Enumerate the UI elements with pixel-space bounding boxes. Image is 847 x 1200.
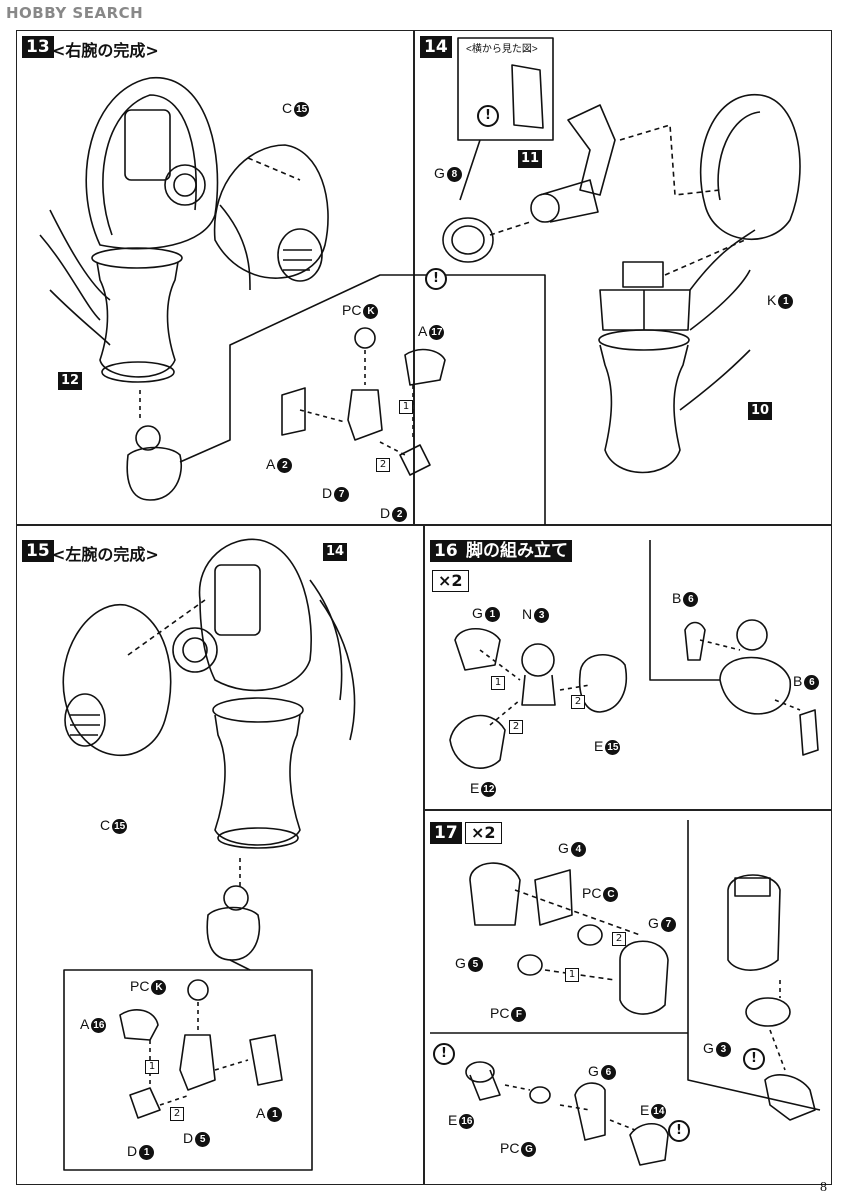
caution-icon-17a: ! (433, 1043, 455, 1065)
joint-cylinder (530, 179, 599, 223)
left-hand (206, 885, 261, 961)
left-arm-forearm (212, 697, 304, 849)
step-16-number: 16 (430, 540, 462, 562)
step-13-panel (16, 30, 414, 525)
order-2b-16: 2 (509, 720, 523, 734)
step-15-number: 15 (22, 540, 54, 562)
right-arm-forearm (91, 247, 183, 383)
left-hand-subassembly-box (63, 969, 313, 1171)
ref-12: 12 (58, 372, 83, 390)
right-hand (126, 425, 182, 501)
step-17-x2: ×2 (465, 822, 502, 844)
step-15-panel (16, 525, 424, 1185)
right-arm-shoulder-cover-c15 (213, 144, 329, 282)
order-1-13: 1 (399, 400, 413, 414)
side-view-caption: <横から見た図> (466, 44, 538, 55)
order-1-16: 1 (491, 676, 505, 690)
order-2-15: 2 (170, 1107, 184, 1121)
caution-icon-17c: ! (668, 1120, 690, 1142)
step-16-x2: ×2 (432, 570, 469, 592)
ref-10: 10 (748, 402, 773, 420)
hand-parts-15 (119, 979, 283, 1119)
order-1-17: 1 (565, 968, 579, 982)
step-16-title: 脚の組み立て (462, 540, 572, 562)
order-2-17: 2 (612, 932, 626, 946)
ref-11: 11 (518, 150, 543, 168)
caution-icon-14b: ! (425, 268, 447, 290)
step-17-panel (424, 810, 832, 1185)
leg-parts-16 (449, 540, 819, 769)
step-13-title: <右腕の完成> (52, 41, 159, 60)
step-14-panel (414, 30, 832, 525)
arm-piece-11 (567, 104, 616, 196)
left-arm-shoulder-cover-c15 (62, 603, 172, 756)
step-13-number: 13 (22, 36, 54, 58)
step-14-number: 14 (420, 36, 452, 58)
step-16-panel (424, 525, 832, 810)
ref-14: 14 (323, 543, 348, 561)
order-2a-16: 2 (571, 695, 585, 709)
hobby-search-logo: HOBBY SEARCH (6, 4, 144, 22)
shoulder-shell-k1 (699, 94, 801, 241)
step-17-number: 17 (430, 822, 462, 844)
forearm-10 (598, 229, 756, 474)
leg-parts-17 (430, 820, 821, 1166)
page-number: 8 (820, 1180, 827, 1195)
shoulder-joint-g8 (442, 217, 494, 263)
order-1-15: 1 (145, 1060, 159, 1074)
hand-parts-13 (281, 327, 446, 476)
caution-icon-14a: ! (477, 105, 499, 127)
step-15-title: <左腕の完成> (52, 545, 159, 564)
caution-icon-17b: ! (743, 1048, 765, 1070)
order-2-13: 2 (376, 458, 390, 472)
right-arm-shoulder-shell (39, 77, 251, 346)
side-view-callout-box (457, 37, 554, 141)
left-arm-shoulder-shell (172, 538, 356, 741)
